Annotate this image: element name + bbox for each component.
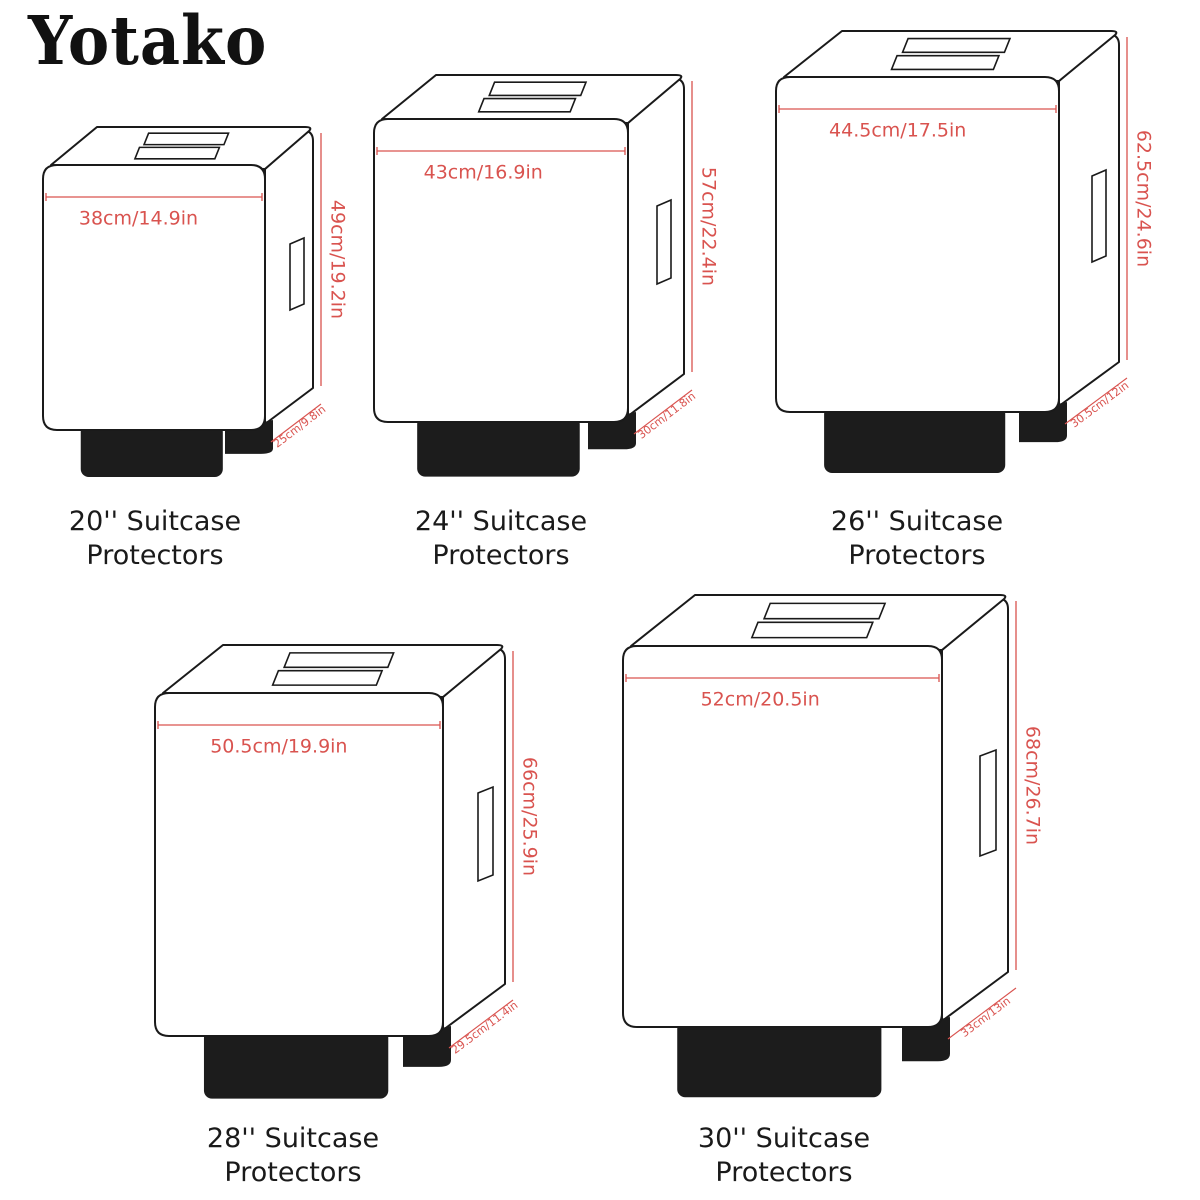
suitcase-front-face [373, 118, 629, 423]
base-front-block [80, 424, 223, 477]
depth-dimension-line [1064, 377, 1128, 425]
side-handle-slot [979, 748, 997, 858]
height-dimension-label: 62.5cm/24.6in [1133, 130, 1155, 267]
top-handle-slot-2 [133, 146, 221, 160]
caption-size: 28'' Suitcase [206, 1123, 380, 1154]
width-dimension-label: 44.5cm/17.5in [829, 120, 966, 142]
top-handle-slot-1 [901, 37, 1012, 54]
base-front-block [824, 406, 1006, 473]
suitcase-front-face [622, 645, 943, 1028]
base-front-block [417, 416, 580, 477]
suitcase-front-face [154, 692, 444, 1037]
top-handle-slot-2 [271, 669, 384, 686]
depth-dimension-line [947, 987, 1017, 1040]
height-dimension-label: 57cm/22.4in [698, 167, 720, 286]
suitcase-side-face [264, 130, 314, 425]
base-front-block [677, 1021, 882, 1098]
suitcase-side-face [627, 78, 685, 417]
caption-product: Protectors [715, 1157, 853, 1188]
suitcase-front-face [775, 76, 1060, 413]
height-dimension-label: 68cm/26.7in [1022, 726, 1044, 845]
caption-30: 30'' Suitcase Protectors [654, 1122, 914, 1190]
caption-size: 20'' Suitcase [68, 506, 242, 537]
caption-product: Protectors [848, 540, 986, 571]
width-dimension-label: 38cm/14.9in [79, 208, 198, 230]
base-side-block [902, 1017, 950, 1062]
caption-size: 24'' Suitcase [414, 506, 588, 537]
suitcase-front-face [42, 164, 266, 431]
caption-product: Protectors [86, 540, 224, 571]
caption-product: Protectors [432, 540, 570, 571]
top-handle-slot-1 [488, 81, 588, 97]
depth-dimension-line [633, 389, 693, 435]
caption-26: 26'' Suitcase Protectors [787, 505, 1047, 573]
width-dimension-label: 50.5cm/19.9in [210, 736, 347, 758]
brand-logo: Yotako [28, 1, 268, 81]
width-dimension-label: 52cm/20.5in [701, 689, 820, 711]
top-handle-slot-2 [477, 97, 577, 113]
depth-dimension-line [448, 999, 514, 1049]
suitcase-side-face [941, 598, 1009, 1022]
suitcase-side-face [1058, 34, 1120, 407]
suitcase-side-face [442, 648, 506, 1031]
side-handle-slot [289, 236, 305, 312]
caption-size: 26'' Suitcase [830, 506, 1004, 537]
depth-dimension-line [270, 403, 322, 443]
height-dimension-label: 49cm/19.2in [327, 200, 349, 319]
caption-20: 20'' Suitcase Protectors [25, 505, 285, 573]
top-handle-slot-1 [142, 132, 230, 146]
caption-24: 24'' Suitcase Protectors [371, 505, 631, 573]
top-handle-slot-2 [890, 54, 1001, 71]
base-front-block [203, 1030, 389, 1099]
side-handle-slot [1091, 168, 1107, 264]
caption-size: 30'' Suitcase [697, 1123, 871, 1154]
caption-28: 28'' Suitcase Protectors [163, 1122, 423, 1190]
side-handle-slot [656, 198, 672, 286]
height-dimension-label: 66cm/25.9in [519, 757, 541, 876]
top-handle-slot-1 [762, 602, 887, 620]
top-handle-slot-2 [750, 621, 874, 639]
caption-product: Protectors [224, 1157, 362, 1188]
width-dimension-label: 43cm/16.9in [424, 162, 543, 184]
top-handle-slot-1 [282, 652, 395, 669]
side-handle-slot [477, 785, 494, 883]
